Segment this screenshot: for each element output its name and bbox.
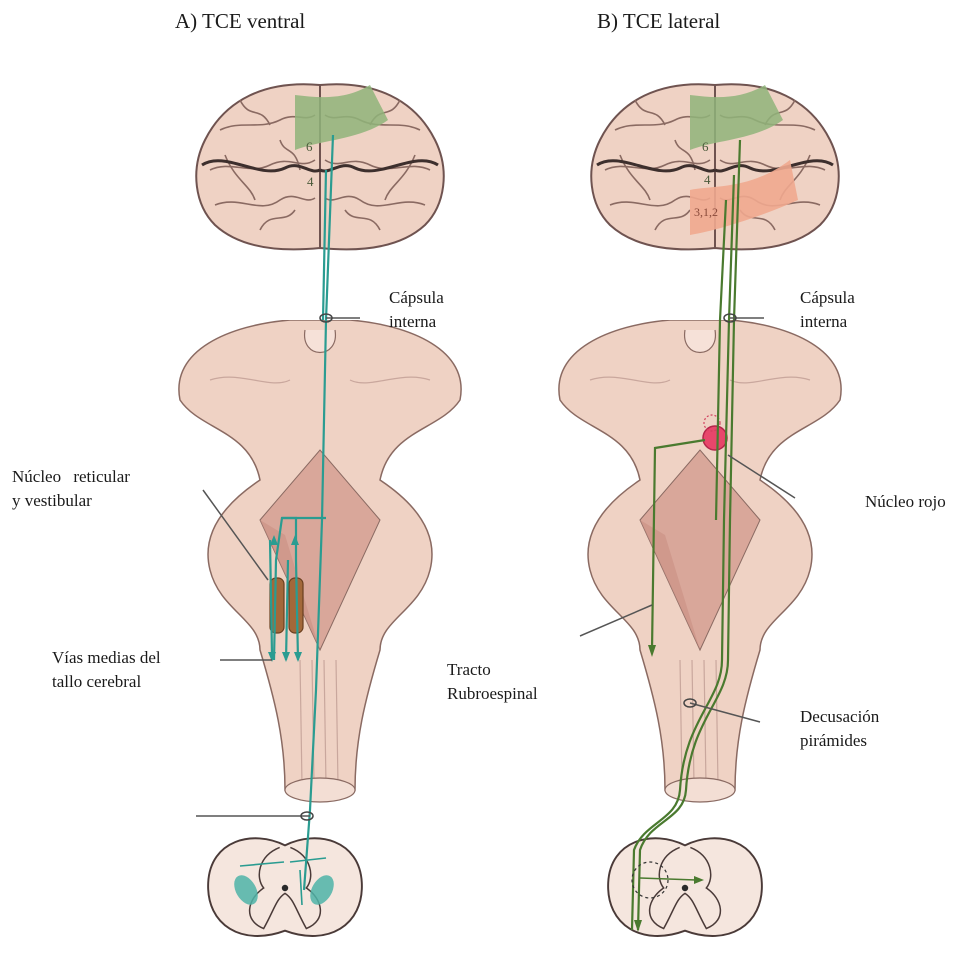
panel-a-title: A) TCE ventral	[175, 8, 305, 34]
panel-a-diagram	[179, 84, 461, 936]
area-number-312-b: 3,1,2	[694, 200, 718, 224]
area-number-6-b: 6	[702, 135, 709, 159]
area-number-4-b: 4	[704, 168, 711, 192]
area-number-6-a: 6	[306, 135, 313, 159]
label-tracto-rubroespinal: Tracto Rubroespinal	[447, 658, 538, 706]
label-capsula-interna-b: Cápsula interna	[800, 286, 855, 334]
spinal-cord-a	[208, 838, 362, 936]
area-number-4-a: 4	[307, 170, 314, 194]
label-decusacion-piramides: Decusación pirámides	[800, 705, 879, 753]
label-nucleo-reticular: Núcleo reticular y vestibular	[12, 465, 130, 513]
panel-b-title: B) TCE lateral	[597, 8, 720, 34]
label-capsula-interna-a: Cápsula interna	[389, 286, 444, 334]
label-nucleo-rojo: Núcleo rojo	[865, 490, 946, 514]
label-vias-medias: Vías medias del tallo cerebral	[52, 646, 161, 694]
